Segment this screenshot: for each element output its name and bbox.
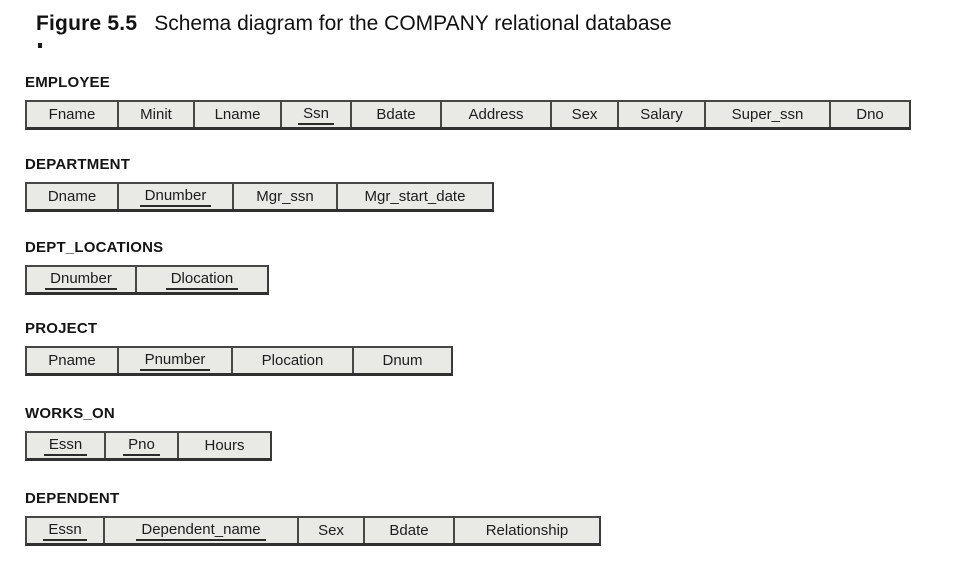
attribute-label: Minit (140, 106, 172, 123)
attribute-cell: Super_ssn (706, 102, 831, 127)
attribute-cell: Ssn (282, 102, 352, 127)
attribute-label: Lname (214, 106, 261, 123)
schema-table-department: DEPARTMENT Dname Dnumber Mgr_ssn Mgr_start_d… (25, 156, 494, 212)
attribute-cell: Fname (27, 102, 119, 127)
schema-table-works_on: WORKS_ON Essn Pno Hours (25, 405, 272, 461)
attribute-row: Essn Dependent_name Sex Bdate Relationship (25, 516, 601, 546)
primary-key-attribute-label: Essn (43, 436, 88, 456)
figure-caption: Figure 5.5 Schema diagram for the COMPANY… (36, 11, 672, 37)
attribute-cell: Mgr_start_date (338, 184, 492, 209)
schema-table-dept_locations: DEPT_LOCATIONS Dnumber Dlocation (25, 239, 269, 295)
attribute-cell: Hours (179, 433, 270, 458)
primary-key-attribute-label: Dlocation (165, 270, 239, 290)
attribute-label: Dno (856, 106, 884, 123)
attribute-row: Essn Pno Hours (25, 431, 272, 461)
attribute-cell: Minit (119, 102, 195, 127)
table-name-label: DEPT_LOCATIONS (25, 239, 164, 256)
attribute-cell: Dlocation (137, 267, 267, 292)
attribute-label: Hours (204, 437, 245, 454)
attribute-label: Relationship (485, 522, 569, 539)
primary-key-attribute-label: Dependent_name (136, 521, 266, 541)
attribute-cell: Pnumber (119, 348, 233, 373)
attribute-cell: Lname (195, 102, 282, 127)
figure-title: Schema diagram for the COMPANY relationa… (154, 12, 672, 35)
primary-key-attribute-label: Ssn (298, 105, 334, 125)
table-name-label: WORKS_ON (25, 405, 115, 422)
attribute-cell: Dnum (354, 348, 451, 373)
attribute-label: Mgr_ssn (256, 188, 314, 205)
attribute-cell: Dnumber (27, 267, 137, 292)
attribute-label: Pname (48, 352, 96, 369)
attribute-cell: Essn (27, 518, 105, 543)
attribute-cell: Sex (552, 102, 619, 127)
attribute-cell: Dno (831, 102, 909, 127)
attribute-cell: Salary (619, 102, 706, 127)
attribute-label: Mgr_start_date (364, 188, 466, 205)
primary-key-attribute-label: Pno (123, 436, 160, 456)
attribute-cell: Dnumber (119, 184, 234, 209)
primary-key-attribute-label: Essn (43, 521, 87, 541)
attribute-cell: Pno (106, 433, 179, 458)
attribute-cell: Bdate (365, 518, 455, 543)
table-name-label: EMPLOYEE (25, 74, 110, 91)
attribute-label: Sex (318, 522, 344, 539)
stray-dot-mark (38, 43, 42, 48)
primary-key-attribute-label: Pnumber (139, 351, 211, 371)
attribute-label: Fname (48, 106, 96, 123)
attribute-label: Bdate (376, 106, 416, 123)
attribute-label: Bdate (389, 522, 429, 539)
attribute-label: Sex (571, 106, 598, 123)
attribute-cell: Mgr_ssn (234, 184, 338, 209)
attribute-row: Dname Dnumber Mgr_ssn Mgr_start_date (25, 182, 494, 212)
attribute-cell: Dependent_name (105, 518, 299, 543)
table-name-label: PROJECT (25, 320, 98, 337)
primary-key-attribute-label: Dnumber (45, 270, 117, 290)
attribute-row: Pname Pnumber Plocation Dnum (25, 346, 453, 376)
attribute-cell: Essn (27, 433, 106, 458)
schema-table-project: PROJECT Pname Pnumber Plocation Dnum (25, 320, 453, 376)
table-name-label: DEPENDENT (25, 490, 120, 507)
attribute-row: Fname Minit Lname Ssn Bdate Address Sex Salary S… (25, 100, 911, 130)
attribute-label: Super_ssn (731, 106, 804, 123)
attribute-row: Dnumber Dlocation (25, 265, 269, 295)
attribute-cell: Pname (27, 348, 119, 373)
attribute-cell: Relationship (455, 518, 599, 543)
attribute-cell: Dname (27, 184, 119, 209)
attribute-label: Dnum (382, 352, 423, 369)
schema-table-employee: EMPLOYEE Fname Minit Lname Ssn Bdate Address Se… (25, 74, 911, 130)
attribute-label: Address (468, 106, 524, 123)
attribute-cell: Plocation (233, 348, 354, 373)
attribute-cell: Sex (299, 518, 365, 543)
attribute-label: Salary (640, 106, 683, 123)
attribute-label: Dname (47, 188, 97, 205)
figure-number-label: Figure 5.5 (36, 12, 138, 35)
schema-table-dependent: DEPENDENT Essn Dependent_name Sex Bdate Relat… (25, 490, 601, 546)
attribute-cell: Address (442, 102, 552, 127)
table-name-label: DEPARTMENT (25, 156, 131, 173)
primary-key-attribute-label: Dnumber (139, 187, 212, 207)
attribute-cell: Bdate (352, 102, 442, 127)
attribute-label: Plocation (261, 352, 324, 369)
